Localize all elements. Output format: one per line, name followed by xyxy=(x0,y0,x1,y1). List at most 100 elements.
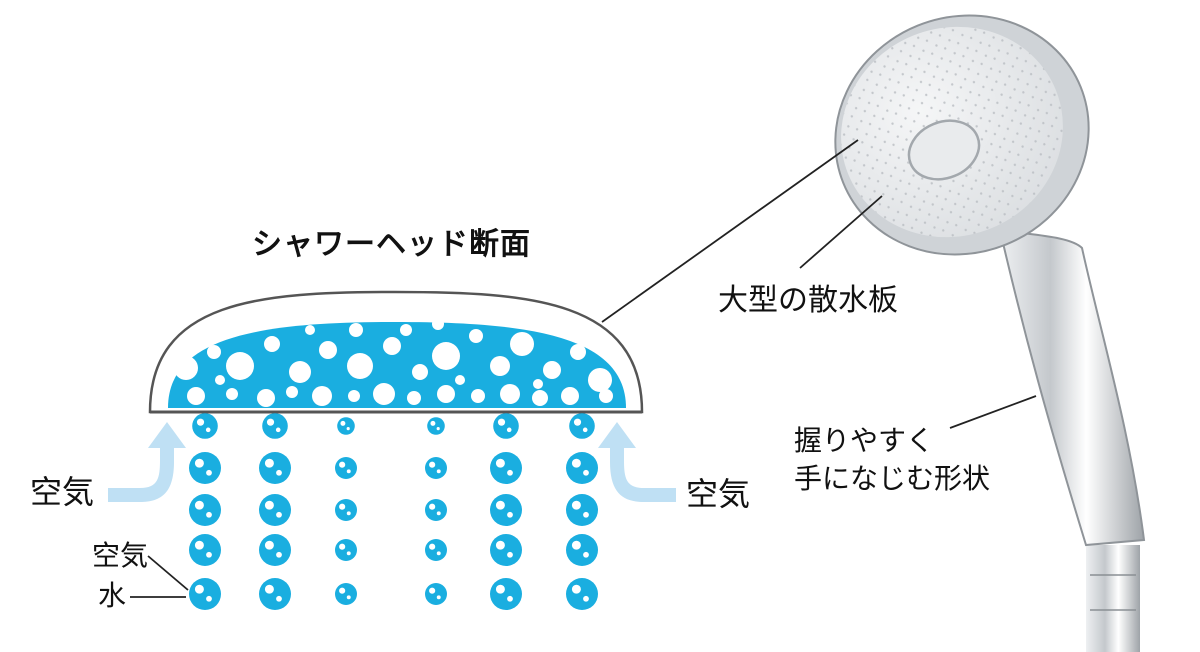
water-drop-icon xyxy=(259,534,291,566)
air-bubble-icon xyxy=(506,427,512,433)
grip-label-line-1: 握りやすく xyxy=(794,424,935,457)
air-bubble-icon xyxy=(507,511,513,518)
water-drop-icon xyxy=(566,452,598,484)
chamber-bubble xyxy=(533,379,543,389)
chamber-bubble xyxy=(305,325,315,335)
air-bubble-icon xyxy=(507,595,513,602)
chamber-bubble xyxy=(469,329,483,343)
water-drop-icon xyxy=(259,494,291,526)
air-bubble-icon xyxy=(436,595,441,600)
chamber-bubble xyxy=(312,386,332,406)
air-bubble-icon xyxy=(264,500,274,510)
chamber-bubble xyxy=(400,324,412,336)
water-drop-icon xyxy=(259,452,291,484)
water-drop-icon xyxy=(189,494,221,526)
grip-label: 握りやすく 手になじむ形状 xyxy=(794,422,990,498)
chamber-bubble xyxy=(226,352,254,380)
chamber-bubble xyxy=(515,317,525,327)
chamber-bubble xyxy=(373,383,395,405)
air-bubble-icon xyxy=(573,418,582,426)
chamber-bubble xyxy=(561,387,579,405)
air-bubble-icon xyxy=(275,427,281,433)
section-leader-line xyxy=(601,139,859,323)
chamber-bubble xyxy=(264,336,280,352)
water-drop-icon xyxy=(189,578,221,610)
chamber-bubble xyxy=(174,356,198,380)
air-bubble-icon xyxy=(429,461,436,468)
air-bubble-icon xyxy=(495,458,505,468)
air-bubble-icon xyxy=(583,511,589,518)
water-drop-icon xyxy=(566,494,598,526)
air-bubble-icon xyxy=(346,595,351,600)
air-bubble-icon xyxy=(436,427,440,431)
water-drop-icon xyxy=(425,539,447,561)
air-bubble-icon xyxy=(206,511,212,518)
air-bubble-icon xyxy=(206,469,212,476)
water-drop-icon xyxy=(493,413,519,439)
chamber-bubble xyxy=(599,389,613,403)
air-label-right: 空気 xyxy=(686,475,751,513)
air-bubble-icon xyxy=(194,584,204,594)
chamber-bubble xyxy=(455,375,465,385)
cross-section xyxy=(148,290,644,414)
air-bubble-icon xyxy=(196,418,205,426)
air-arrow-left-icon xyxy=(108,422,186,502)
air-bubble-icon xyxy=(194,500,204,510)
handle xyxy=(998,228,1146,547)
air-bubble-icon xyxy=(436,511,441,516)
large-plate-label: 大型の散水板 xyxy=(718,283,898,318)
air-bubble-icon xyxy=(571,540,581,550)
water-drop-icon xyxy=(569,413,595,439)
air-bubble-icon xyxy=(429,587,436,594)
air-bubble-icon xyxy=(497,418,506,426)
air-bubble-icon xyxy=(346,511,351,516)
air-bubble-icon xyxy=(583,595,589,602)
air-label-left: 空気 xyxy=(30,473,95,511)
air-bubble-icon xyxy=(495,540,505,550)
chamber-bubble xyxy=(570,344,586,360)
air-bubble-icon xyxy=(507,469,513,476)
water-label: 水 xyxy=(98,579,127,612)
air-bubble-icon xyxy=(430,420,436,426)
air-bubble-icon xyxy=(339,461,346,468)
air-bubble-icon xyxy=(206,595,212,602)
water-drop-icon xyxy=(490,494,522,526)
chamber-bubble xyxy=(588,368,612,392)
air-bubble-icon xyxy=(276,469,282,476)
air-bubble-icon xyxy=(264,584,274,594)
water-drop-icon xyxy=(189,534,221,566)
air-bubble-icon xyxy=(276,511,282,518)
chamber-bubble xyxy=(471,389,485,403)
air-bubble-icon xyxy=(340,420,346,426)
air-bubble-icon xyxy=(346,427,350,431)
air-bubble-icon xyxy=(495,500,505,510)
water-drop-icon xyxy=(335,583,357,605)
water-drop-icon xyxy=(490,452,522,484)
water-drop-icon xyxy=(490,578,522,610)
water-drop-icon xyxy=(335,539,357,561)
air-bubble-icon xyxy=(194,540,204,550)
chamber-bubble xyxy=(207,345,221,359)
air-bubble-icon xyxy=(507,551,513,558)
air-bubble-icon xyxy=(583,469,589,476)
air-bubble-icon xyxy=(346,469,351,474)
chamber-bubble xyxy=(319,341,337,359)
water-drop-icon xyxy=(335,457,357,479)
chamber-bubble xyxy=(543,361,561,379)
chamber-bubble xyxy=(348,390,360,402)
hose-connector xyxy=(1086,545,1140,652)
chamber-bubble xyxy=(257,389,275,407)
air-bubble-icon xyxy=(583,551,589,558)
chamber-bubble xyxy=(226,388,238,400)
shower-head-illustration xyxy=(834,14,1146,652)
plate-leader-line xyxy=(799,195,883,269)
air-bubble-icon xyxy=(264,458,274,468)
air-bubble-icon xyxy=(276,595,282,602)
air-bubble-icon xyxy=(264,540,274,550)
air-bubble-icon xyxy=(194,458,204,468)
water-drop-icon xyxy=(425,583,447,605)
air-bubble-label: 空気 xyxy=(92,539,149,572)
grip-label-line-2: 手になじむ形状 xyxy=(794,461,991,495)
chamber-bubble xyxy=(347,353,373,379)
